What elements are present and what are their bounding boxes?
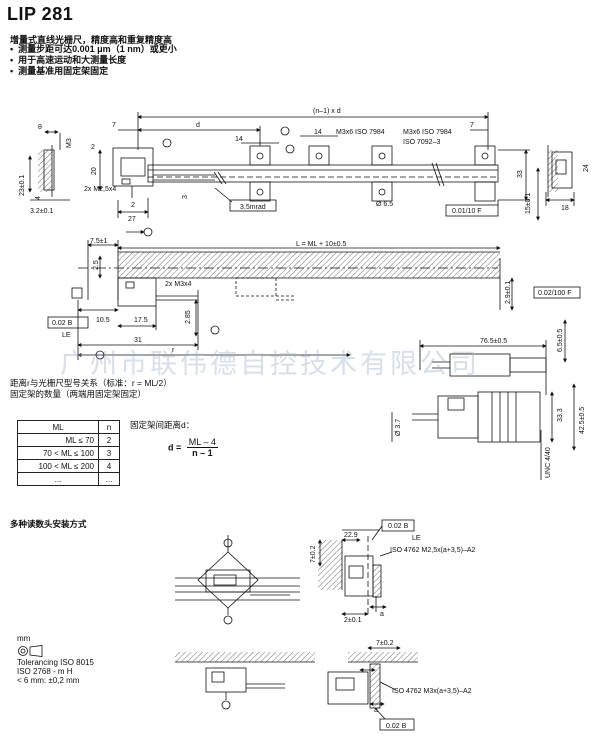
- dim-label: 2.9±0.1: [505, 281, 512, 304]
- table-row: ... ...: [17, 472, 120, 486]
- formula: d = ML – 4 n – 1: [168, 437, 218, 458]
- table-cell: ...: [98, 472, 120, 486]
- dim-label: ISO 4762 M2,5x(a+3,5)–A2: [390, 547, 476, 554]
- formula-fraction: ML – 4 n – 1: [186, 437, 218, 458]
- dim-label: 14: [235, 136, 243, 143]
- distance-note: 距离r与光栅尺型号关系（标准：r = ML/2）: [10, 378, 172, 388]
- dim-label: L = ML + 10±0.5: [296, 241, 347, 248]
- dim-label: 27: [128, 216, 136, 223]
- dim-label: 7.5±1: [90, 238, 108, 245]
- product-heading: 增量式直线光栅尺，精度高和重复精度高: [10, 35, 173, 45]
- dim-label: 0.02 B: [52, 320, 73, 327]
- ml-table: ML n ML ≤ 70 2 70 < ML ≤ 100 3 100 < ML …: [17, 420, 120, 486]
- dim-label: 10.5: [96, 317, 110, 324]
- formula-numerator: ML – 4: [186, 437, 218, 448]
- dim-label: 3.5mrad: [240, 204, 266, 211]
- dim-label: 2.85: [185, 310, 192, 324]
- dim-label: 0.02 B: [388, 523, 409, 530]
- formula-denominator: n – 1: [192, 448, 213, 458]
- mounting-views: [175, 519, 418, 731]
- dim-label: 7±0.2: [376, 640, 394, 647]
- dim-label: M3: [66, 138, 73, 148]
- dim-label: 31: [134, 337, 142, 344]
- tolerance-line: ISO 2768 - m H: [17, 667, 73, 676]
- dim-label: Ø 3.7: [395, 419, 402, 436]
- feature-item: 用于高速运动和大测量长度: [10, 55, 177, 66]
- feature-item: 测量基准用固定架固定: [10, 66, 177, 77]
- mounting-section-title: 多种读数头安装方式: [10, 519, 87, 529]
- dim-label: 42.5±0.5: [579, 407, 586, 434]
- dim-label: 2±0.1: [344, 617, 362, 624]
- feature-item: 测量步距可达0.001 μm（1 nm）或更小: [10, 44, 177, 55]
- dim-label: d: [196, 122, 200, 129]
- formula-lhs: d =: [168, 442, 182, 453]
- dim-label: M3x6 ISO 7984: [403, 129, 452, 136]
- dim-label: 0.01/10 F: [452, 208, 482, 215]
- dim-label: 7±0.2: [310, 545, 317, 563]
- dim-label: 4: [35, 196, 42, 200]
- feature-list: 测量步距可达0.001 μm（1 nm）或更小 用于高速运动和大测量长度 测量基…: [10, 44, 177, 77]
- tolerance-text: Tolerancing ISO 8015 ISO 2768 - m H < 6 …: [17, 658, 94, 685]
- dim-label: 18: [561, 205, 569, 212]
- dim-label: 2x M3x4: [165, 281, 192, 288]
- dim-label: 17.5: [134, 317, 148, 324]
- dim-label: UNC 4/40: [545, 447, 552, 478]
- page-title: LIP 281: [7, 4, 74, 24]
- dim-label: ISO 4762 M3x(a+3,5)–A2: [392, 688, 472, 695]
- watermark: 广州市联伟德自控技术有限公司: [60, 349, 480, 379]
- dim-label: 23±0.1: [19, 175, 26, 196]
- tolerance-line: Tolerancing ISO 8015: [17, 658, 94, 667]
- dim-label: 7: [112, 122, 116, 129]
- side-view: [47, 240, 581, 360]
- connector-view: [391, 319, 576, 480]
- dim-label: 2x M2,5x4: [84, 186, 116, 193]
- dim-label: 0.02/100 F: [538, 290, 571, 297]
- dim-label: a: [380, 611, 384, 618]
- dim-label: 3: [182, 195, 189, 199]
- dim-label: 15±0.1: [525, 193, 532, 214]
- dim-label: r: [172, 347, 175, 354]
- tolerance-unit: mm: [17, 634, 31, 643]
- projection-symbol-icon: [18, 645, 43, 657]
- dim-label: 0.02 B: [386, 723, 407, 730]
- bracket-count-note: 固定架的数量（两端用固定架固定）: [10, 389, 147, 399]
- top-view: [28, 112, 575, 237]
- dim-label: 2: [91, 144, 95, 151]
- table-row: 70 < ML ≤ 100 3: [17, 446, 120, 460]
- dimension-labels: (n–1) x d d 7 7 14 14 M3x6 ISO 7984 M3x6…: [19, 108, 590, 730]
- dim-label: 24: [583, 164, 590, 172]
- dim-label: 33.3: [557, 408, 564, 422]
- dim-label: ISO 7092–3: [403, 139, 440, 146]
- dim-label: LE: [62, 332, 71, 339]
- tolerance-line: < 6 mm: ±0,2 mm: [17, 676, 80, 685]
- dim-label: M3x6 ISO 7984: [336, 129, 385, 136]
- table-cell: 4: [98, 459, 120, 473]
- dim-label: 2: [131, 202, 135, 209]
- dim-label: 8: [38, 124, 42, 131]
- dim-label: 76.5±0.5: [480, 338, 507, 345]
- dim-label: (n–1) x d: [313, 108, 341, 115]
- dim-label: a: [374, 707, 378, 714]
- dim-label: 2.5: [93, 260, 100, 270]
- dim-label: 22.9: [344, 532, 358, 539]
- dim-label: 33: [517, 170, 524, 178]
- dim-label: 3.2±0.1: [30, 208, 53, 215]
- dim-label: Ø 6.5: [376, 201, 393, 208]
- dim-label: 6.5±0.5: [557, 329, 564, 352]
- dim-label: 7: [470, 122, 474, 129]
- dim-label: 20: [91, 167, 98, 175]
- dim-label: 14: [314, 129, 322, 136]
- formula-label: 固定架间距离d：: [130, 420, 195, 430]
- dim-label: LE: [412, 535, 421, 542]
